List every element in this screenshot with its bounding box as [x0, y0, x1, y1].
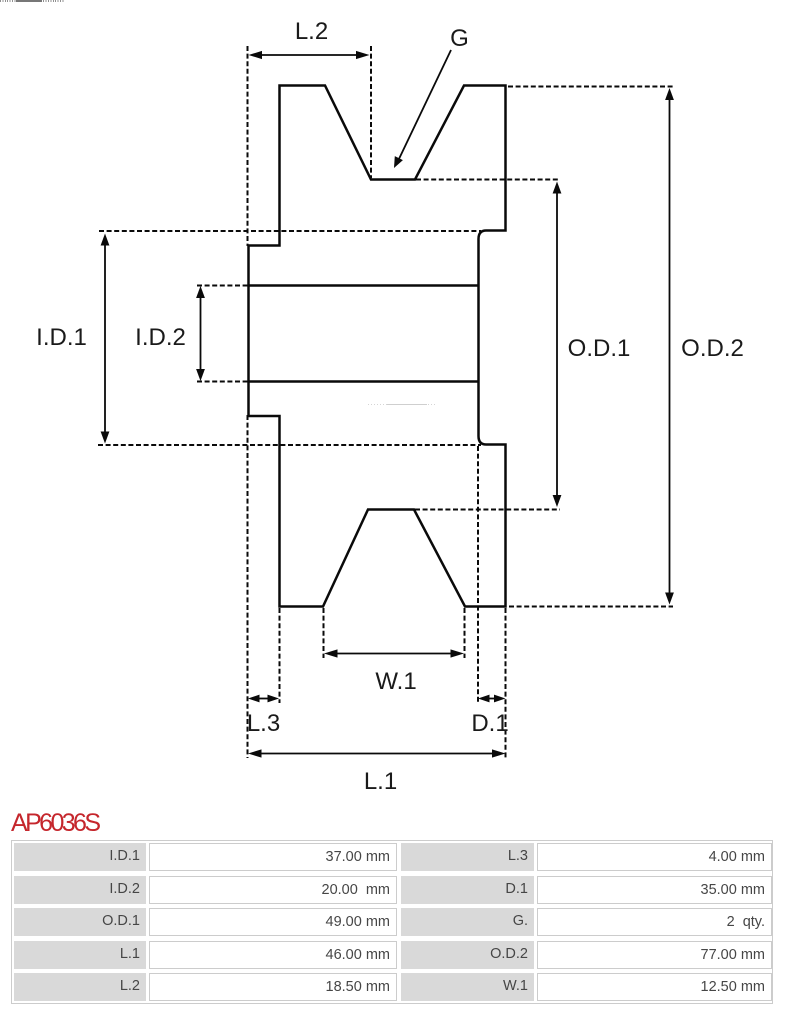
svg-text:W.1: W.1 — [375, 668, 416, 695]
svg-text:I.D.1: I.D.1 — [36, 324, 87, 351]
svg-text:O.D.2: O.D.2 — [681, 335, 744, 362]
svg-text:L.1: L.1 — [364, 768, 397, 795]
svg-text:O.D.1: O.D.1 — [568, 335, 631, 362]
svg-text:D.1: D.1 — [471, 710, 508, 737]
svg-text:I.D.2: I.D.2 — [135, 324, 186, 351]
svg-text:G: G — [450, 25, 469, 52]
svg-text:L.3: L.3 — [247, 710, 280, 737]
svg-text:L.2: L.2 — [295, 18, 328, 45]
